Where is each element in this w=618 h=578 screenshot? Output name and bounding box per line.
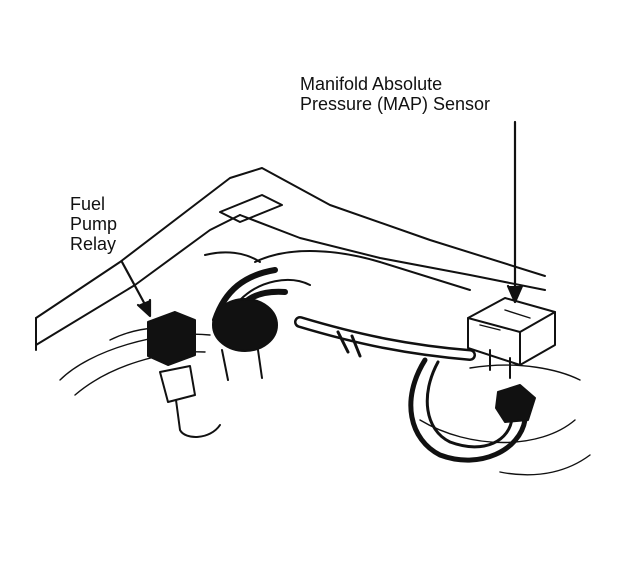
fender-panel bbox=[35, 167, 546, 351]
relay-arrowhead bbox=[136, 298, 152, 318]
fuel-pump-relay-label-line1: Fuel bbox=[70, 194, 106, 214]
relay-arrow-line bbox=[120, 260, 150, 312]
pointer-arrows bbox=[120, 120, 524, 318]
fuel-pump-relay-label: Fuel Pump Relay bbox=[70, 194, 117, 254]
map-sensor-label: Manifold Absolute Pressure (MAP) Sensor bbox=[300, 74, 490, 114]
pump-body bbox=[212, 298, 278, 381]
map-sensor-label-line2: Pressure (MAP) Sensor bbox=[300, 94, 491, 114]
vacuum-hose bbox=[294, 316, 476, 361]
relay-connector-shape bbox=[147, 311, 221, 438]
fuel-pump-relay-label-line3: Relay bbox=[70, 234, 117, 254]
fuel-pump-relay-label-line2: Pump bbox=[70, 214, 118, 234]
map-sensor-arrowhead bbox=[506, 284, 524, 304]
map-sensor-label-line1: Manifold Absolute bbox=[300, 74, 443, 94]
map-harness bbox=[408, 357, 536, 463]
map-sensor-shape bbox=[467, 297, 556, 379]
